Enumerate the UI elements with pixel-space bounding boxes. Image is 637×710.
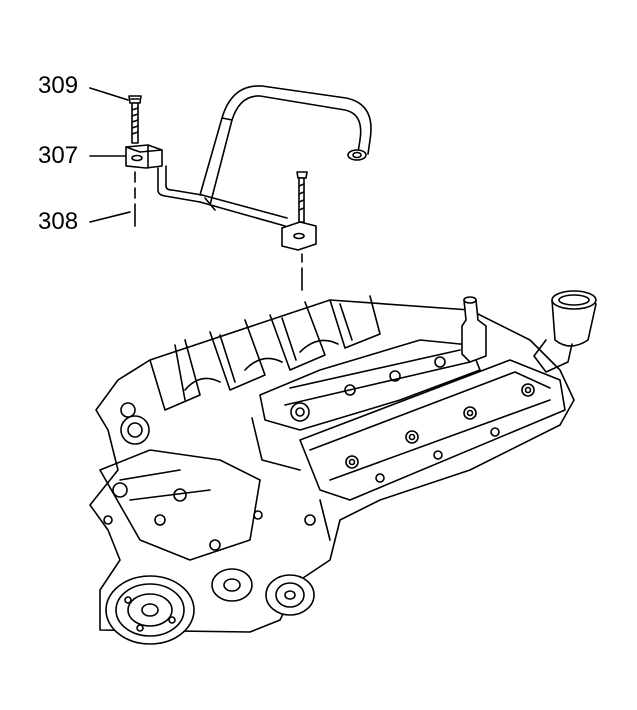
leader-308: [89, 211, 131, 223]
leader-lines: [89, 87, 131, 223]
engine-block: [89, 290, 597, 645]
bracket-307: [125, 144, 163, 169]
callout-label-308: 308: [38, 208, 79, 235]
leader-309: [89, 87, 129, 101]
bolt-bracket-right: [281, 171, 317, 291]
callout-label-307: 307: [38, 142, 79, 169]
bolt-309: [128, 95, 142, 144]
callout-label-309: 309: [38, 72, 79, 99]
pcv-hose: [157, 85, 372, 227]
